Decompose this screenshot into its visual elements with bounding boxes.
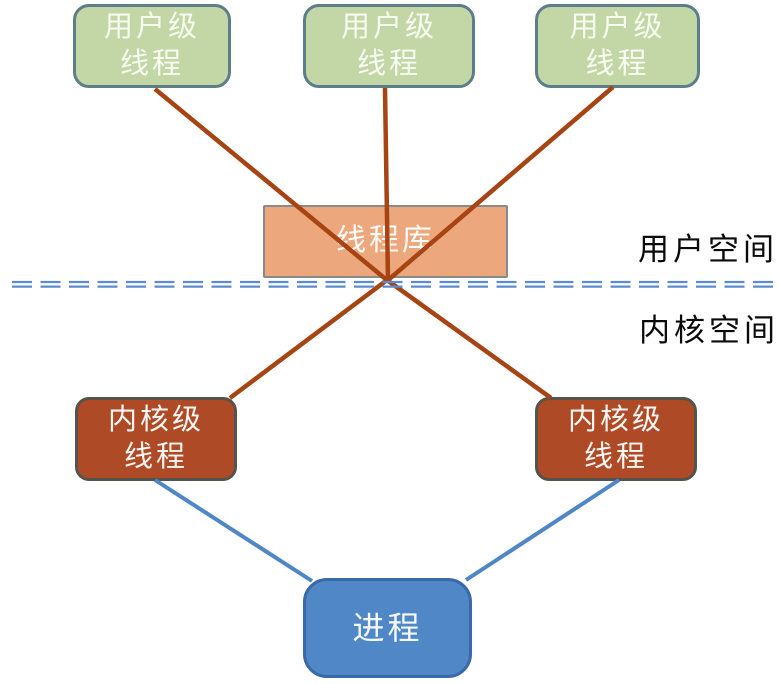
user-thread-3-label: 用户级 线程 — [569, 10, 666, 80]
user-thread-1-label: 用户级 线程 — [103, 10, 200, 80]
node-kernel-thread-right: 内核级 线程 — [535, 397, 697, 481]
edge-kernel-right-process — [464, 478, 621, 582]
node-process: 进程 — [303, 578, 472, 678]
edge-library-kernel-right — [385, 278, 553, 400]
node-thread-library: 线程库 — [263, 205, 508, 278]
node-user-thread-3: 用户级 线程 — [535, 4, 700, 88]
kernel-thread-left-label: 内核级 线程 — [107, 403, 204, 473]
edge-library-kernel-left — [228, 278, 389, 400]
thread-library-label: 线程库 — [336, 224, 435, 258]
label-user-space: 用户空间 — [638, 232, 778, 267]
edge-kernel-left-process — [153, 478, 314, 583]
label-kernel-space: 内核空间 — [639, 313, 779, 348]
node-kernel-thread-left: 内核级 线程 — [75, 397, 237, 481]
user-thread-2-label: 用户级 线程 — [340, 10, 437, 80]
process-label: 进程 — [352, 609, 423, 646]
node-user-thread-1: 用户级 线程 — [73, 4, 231, 88]
node-user-thread-2: 用户级 线程 — [303, 4, 475, 88]
kernel-thread-right-label: 内核级 线程 — [567, 403, 664, 473]
